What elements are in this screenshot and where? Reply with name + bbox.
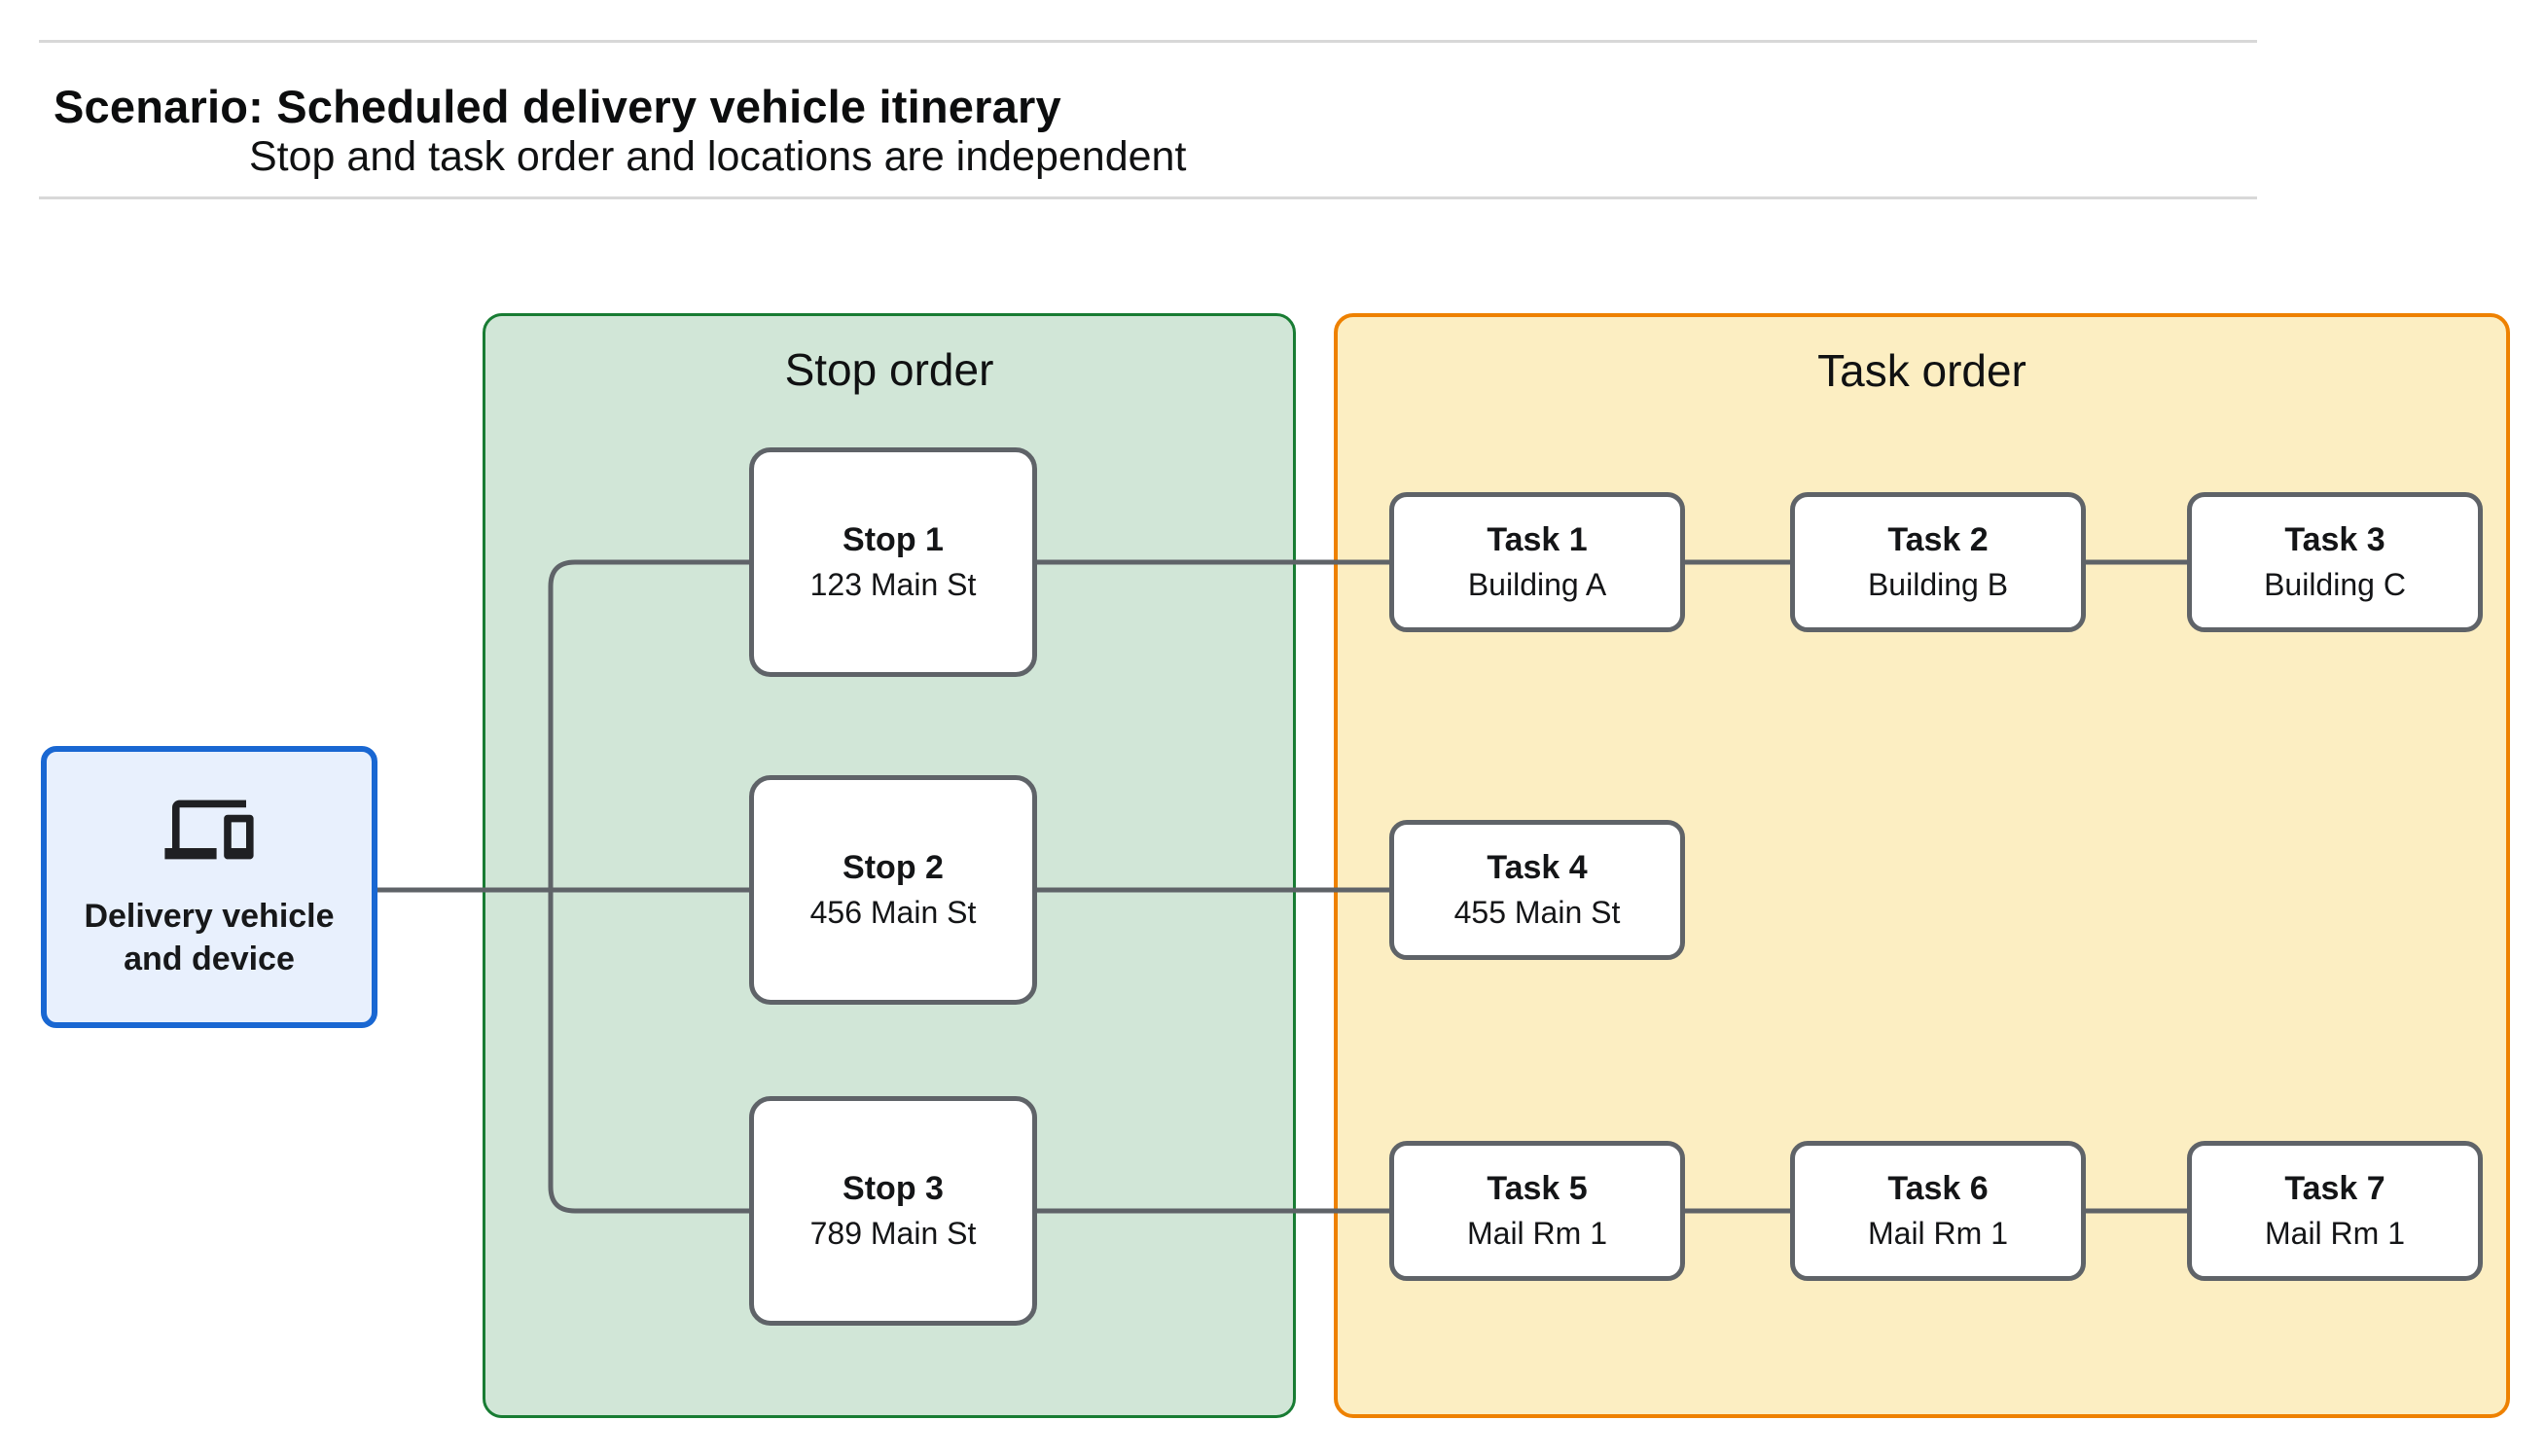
task-7-location: Mail Rm 1 [2264,1216,2405,1252]
task-3-name: Task 3 [2284,520,2385,558]
stop-2-location: 456 Main St [809,895,977,931]
task-5-location: Mail Rm 1 [1466,1216,1607,1252]
delivery-vehicle-label: Delivery vehicle and device [84,898,335,977]
stop-3-node: Stop 3 789 Main St [749,1096,1037,1326]
scenario-title: Scenario: Scheduled delivery vehicle iti… [54,81,1061,132]
task-6-location: Mail Rm 1 [1867,1216,2008,1252]
task-1-node: Task 1 Building A [1389,492,1685,632]
task-5-node: Task 5 Mail Rm 1 [1389,1141,1685,1281]
task-6-name: Task 6 [1887,1169,1989,1207]
stop-3-location: 789 Main St [809,1216,977,1252]
task-2-node: Task 2 Building B [1790,492,2086,632]
stop-2-node: Stop 2 456 Main St [749,775,1037,1005]
top-divider [39,40,2257,43]
task-7-name: Task 7 [2284,1169,2385,1207]
task-2-location: Building B [1867,567,2009,603]
stop-1-name: Stop 1 [843,520,944,558]
task-order-panel-title: Task order [1817,345,2026,396]
task-4-location: 455 Main St [1453,895,1621,931]
bottom-divider [39,196,2257,199]
task-6-node: Task 6 Mail Rm 1 [1790,1141,2086,1281]
task-7-node: Task 7 Mail Rm 1 [2187,1141,2483,1281]
task-3-node: Task 3 Building C [2187,492,2483,632]
stop-3-name: Stop 3 [843,1169,944,1207]
task-4-node: Task 4 455 Main St [1389,820,1685,960]
stop-1-location: 123 Main St [809,567,977,603]
delivery-vehicle-node: Delivery vehicle and device [41,746,377,1028]
task-5-name: Task 5 [1487,1169,1588,1207]
devices-icon [164,800,254,860]
scenario-subtitle: Stop and task order and locations are in… [249,133,1187,180]
task-1-location: Building A [1467,567,1607,603]
task-1-name: Task 1 [1487,520,1588,558]
stop-1-node: Stop 1 123 Main St [749,447,1037,677]
stop-2-name: Stop 2 [843,848,944,886]
task-3-location: Building C [2264,567,2406,603]
stop-order-panel-title: Stop order [784,344,994,395]
task-2-name: Task 2 [1887,520,1989,558]
task-4-name: Task 4 [1487,848,1588,886]
